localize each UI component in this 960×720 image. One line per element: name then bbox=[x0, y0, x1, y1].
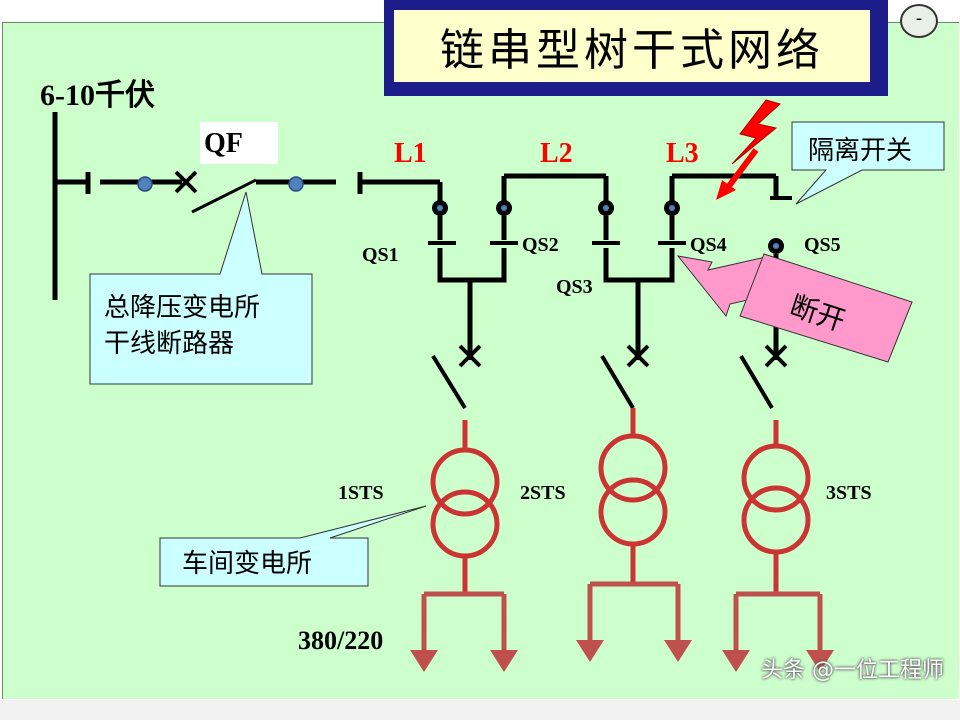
transformer-2-label: 2STS bbox=[520, 482, 566, 504]
qs5-label: QS5 bbox=[804, 234, 841, 256]
substation-callout bbox=[159, 505, 427, 587]
watermark: 头条 @一位工程师 bbox=[761, 658, 944, 683]
switch-1 bbox=[431, 344, 482, 410]
page-nav-icon[interactable]: - bbox=[900, 4, 938, 38]
title-frame: 链串型树干式网络 bbox=[384, 0, 888, 96]
load-group-2 bbox=[576, 581, 692, 662]
load-voltage-label: 380/220 bbox=[298, 626, 384, 655]
substation-callout-text: 车间变电所 bbox=[182, 549, 313, 579]
breaker-callout bbox=[89, 191, 313, 385]
load-group-1 bbox=[410, 591, 518, 672]
isolator-callout-text: 隔离开关 bbox=[808, 136, 913, 166]
page-title: 链串型树干式网络 bbox=[392, 8, 872, 84]
transformer-3-label: 3STS bbox=[826, 482, 872, 504]
branch-1-join bbox=[437, 248, 507, 283]
qf-label-bg bbox=[200, 122, 278, 164]
line-l1-label: L1 bbox=[394, 138, 427, 169]
qs2-label: QS2 bbox=[522, 234, 559, 256]
transformer-1-label: 1STS bbox=[338, 482, 384, 504]
qs1-label: QS1 bbox=[362, 244, 399, 266]
breaker-callout-line1: 总降压变电所 bbox=[104, 293, 261, 323]
qs4-label: QS4 bbox=[690, 234, 727, 256]
breaker-label: QF bbox=[204, 128, 243, 159]
switch-2 bbox=[600, 344, 650, 410]
voltage-label: 6-10千伏 bbox=[40, 79, 155, 112]
lightning-fault-icon bbox=[716, 99, 782, 200]
slide: - bbox=[0, 0, 960, 700]
line-l3-label: L3 bbox=[666, 138, 699, 169]
transformer-2 bbox=[598, 408, 668, 582]
transformer-3 bbox=[741, 420, 811, 592]
qf-blade bbox=[191, 178, 257, 214]
switch-3 bbox=[739, 344, 788, 410]
breaker-callout-line2: 干线断路器 bbox=[104, 329, 235, 359]
open-callout-arrow bbox=[676, 253, 913, 363]
branch-2-join bbox=[603, 248, 675, 283]
qs3-label: QS3 bbox=[556, 276, 593, 298]
load-group-3 bbox=[722, 591, 834, 672]
node-a bbox=[137, 176, 153, 192]
node-b bbox=[288, 176, 304, 192]
transformer-1 bbox=[430, 420, 500, 592]
breaker-callout-text: 总降压变电所 干线断路器 bbox=[104, 290, 260, 362]
line-l2-label: L2 bbox=[540, 138, 573, 169]
qf-x2 bbox=[174, 170, 198, 194]
isolator-callout bbox=[791, 121, 945, 205]
